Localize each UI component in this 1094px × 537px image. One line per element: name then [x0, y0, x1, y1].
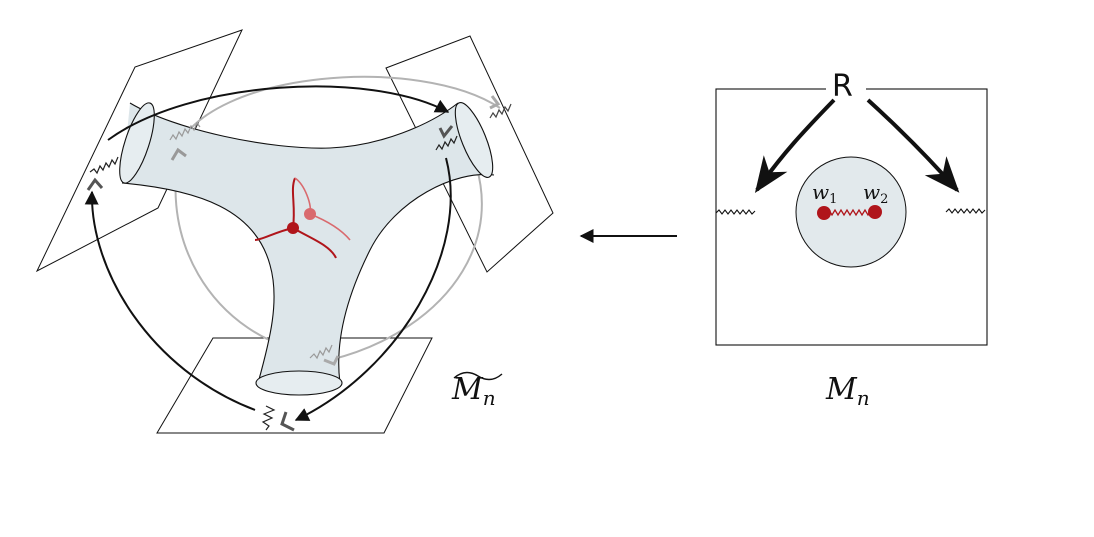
chevron-right-1 — [438, 125, 454, 139]
mouth-bottom — [255, 370, 343, 396]
region-arrow-right — [866, 98, 960, 193]
w2-label: w2 — [863, 180, 888, 207]
boundary-cut-left — [715, 209, 756, 215]
plane-right — [385, 35, 554, 273]
surface-outline-right — [338, 173, 495, 384]
gray-loop-top — [175, 75, 501, 151]
w1-label: w1 — [812, 180, 837, 207]
interval-disk — [795, 156, 907, 268]
replica-manifold: Mn — [35, 29, 554, 434]
tilde-mark — [453, 371, 503, 381]
w2-label-base: w — [863, 180, 880, 204]
junction-point-front — [287, 222, 299, 234]
endpoint-w2 — [868, 205, 882, 219]
interval-cut — [825, 208, 875, 217]
cut-left-1 — [89, 156, 119, 175]
mouth-left — [119, 102, 155, 184]
plane-left — [35, 29, 243, 273]
pair-of-pants-surface — [122, 103, 494, 383]
surface-outline-left — [121, 182, 275, 384]
junction-point-back — [304, 208, 316, 220]
chevron-left-1 — [86, 177, 104, 191]
cover-label-sub: n — [483, 386, 496, 410]
plane-bottom — [156, 337, 433, 434]
base-manifold: R w1 w2 Mn — [715, 66, 988, 410]
gluing-arrow-top — [107, 85, 450, 141]
svg-text:Mn: Mn — [451, 372, 496, 410]
chevron-bottom-1 — [280, 411, 295, 432]
cut-bottom-1 — [261, 405, 276, 431]
cover-label-base: M — [451, 372, 484, 407]
cover-label: Mn — [451, 371, 503, 410]
cut-left-2 — [169, 121, 201, 141]
cut-bottom-2 — [309, 344, 333, 360]
base-label: Mn — [825, 372, 870, 410]
red-junction — [254, 177, 351, 259]
gluing-arrow-left — [84, 190, 256, 411]
w1-label-sub: 1 — [829, 192, 837, 207]
region-arrow-left — [754, 98, 836, 193]
w1-label-base: w — [812, 180, 829, 204]
mouth-right — [454, 102, 494, 178]
gluing-arrow-right — [294, 157, 452, 421]
chevron-right-2 — [489, 95, 501, 110]
boundary-cut-right — [945, 208, 986, 214]
cut-right-1 — [435, 135, 458, 151]
base-label-sub: n — [857, 386, 870, 410]
w2-label-sub: 2 — [880, 192, 888, 207]
region-label: R — [832, 69, 853, 104]
surface-outline-top — [129, 102, 459, 149]
chevron-left-2 — [170, 147, 187, 161]
cut-right-2 — [489, 103, 512, 119]
endpoint-w1 — [817, 206, 831, 220]
chevron-bottom-2 — [323, 355, 340, 366]
base-label-base: M — [825, 372, 858, 407]
